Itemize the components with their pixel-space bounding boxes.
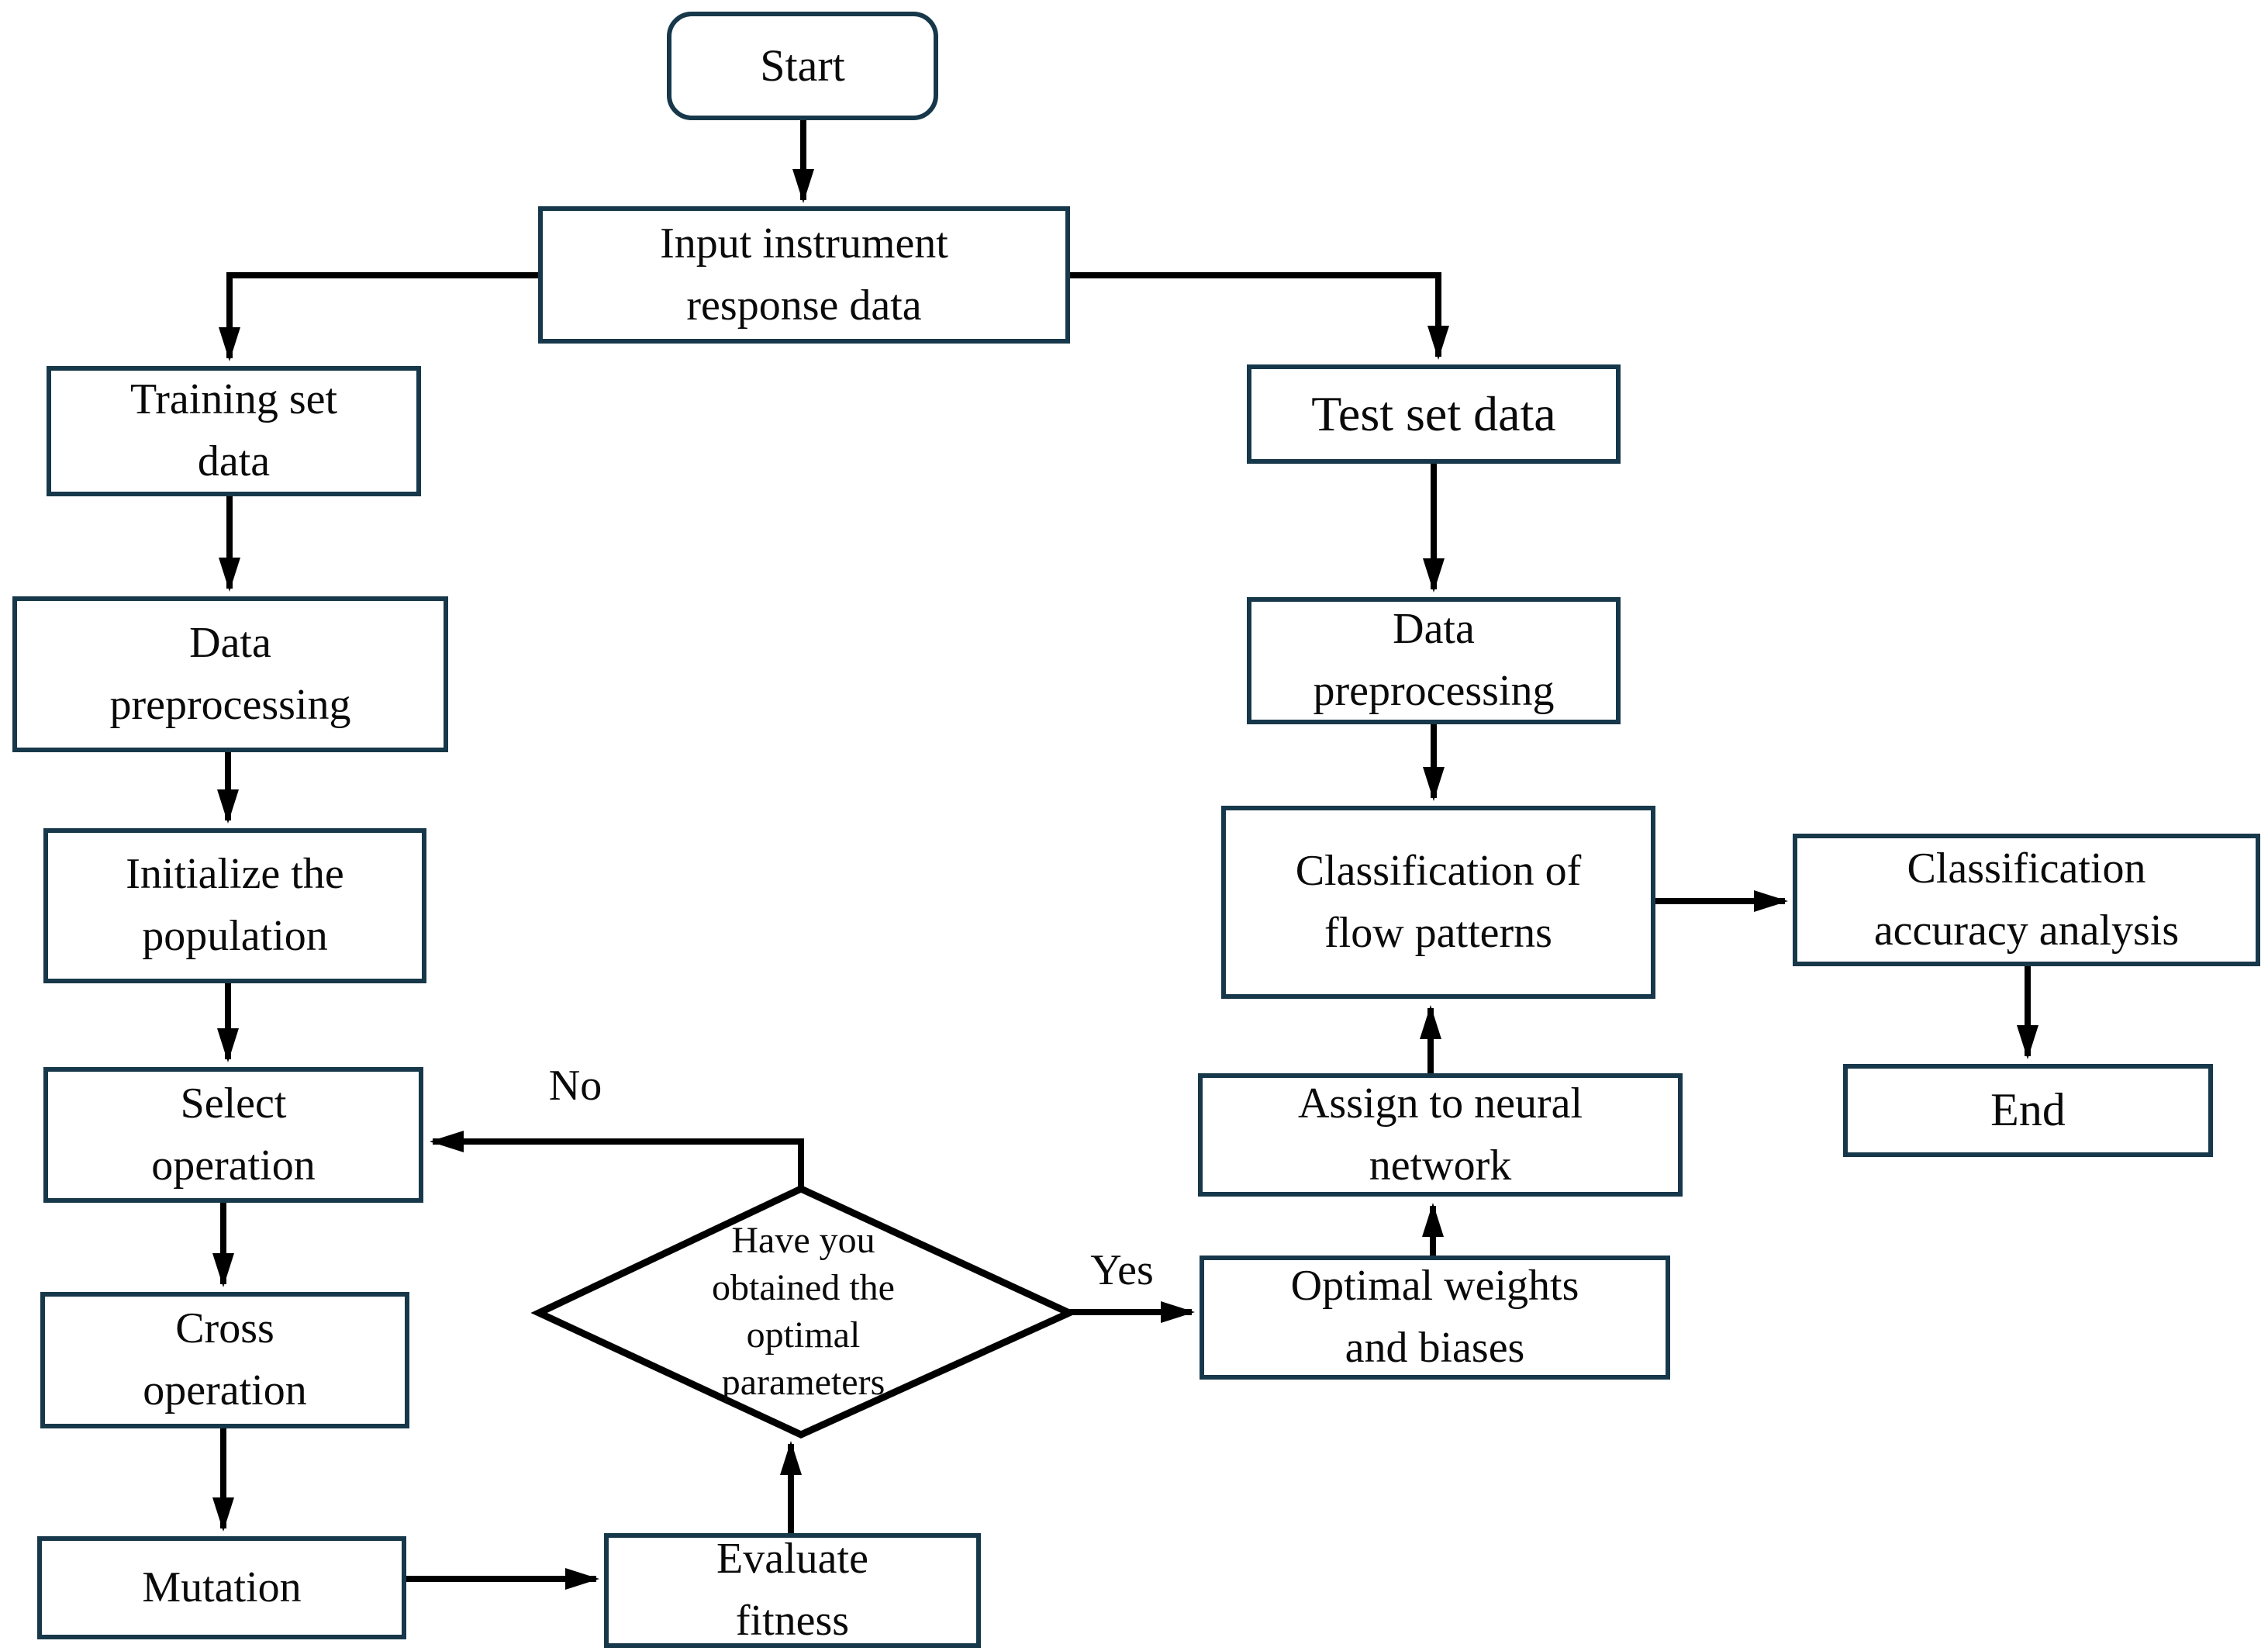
- node-optimal-weights-biases: Optimal weights and biases: [1200, 1256, 1670, 1380]
- edge-label-yes: Yes: [1090, 1246, 1154, 1294]
- node-assign-neural-network: Assign to neural network: [1198, 1073, 1683, 1197]
- node-initialize-population: Initialize the population: [43, 828, 426, 983]
- node-mutation: Mutation: [37, 1536, 406, 1639]
- node-test-set-data: Test set data: [1247, 364, 1621, 464]
- node-data-preprocessing-left: Data preprocessing: [12, 596, 448, 752]
- node-training-set-data: Training set data: [47, 366, 421, 496]
- arrow-no-to-select: [430, 1131, 804, 1189]
- node-data-preprocessing-right: Data preprocessing: [1247, 597, 1621, 724]
- node-decision-optimal-parameters: Have you obtained the optimal parameters: [712, 1220, 895, 1403]
- node-select-operation: Select operation: [43, 1067, 423, 1203]
- node-cross-operation: Cross operation: [40, 1292, 409, 1428]
- node-evaluate-fitness: Evaluate fitness: [604, 1533, 981, 1648]
- node-start: Start: [667, 12, 938, 120]
- decision-diamond-shape: [530, 1185, 1078, 1439]
- edge-label-no: No: [548, 1062, 602, 1110]
- node-classification-accuracy-analysis: Classification accuracy analysis: [1793, 834, 2260, 966]
- node-classification-flow-patterns: Classification of flow patterns: [1221, 806, 1655, 999]
- node-end: End: [1843, 1064, 2213, 1157]
- node-input-instrument-response-data: Input instrument response data: [538, 206, 1070, 344]
- arrow-input-to-training: [219, 272, 538, 361]
- arrow-input-to-test: [1070, 272, 1449, 360]
